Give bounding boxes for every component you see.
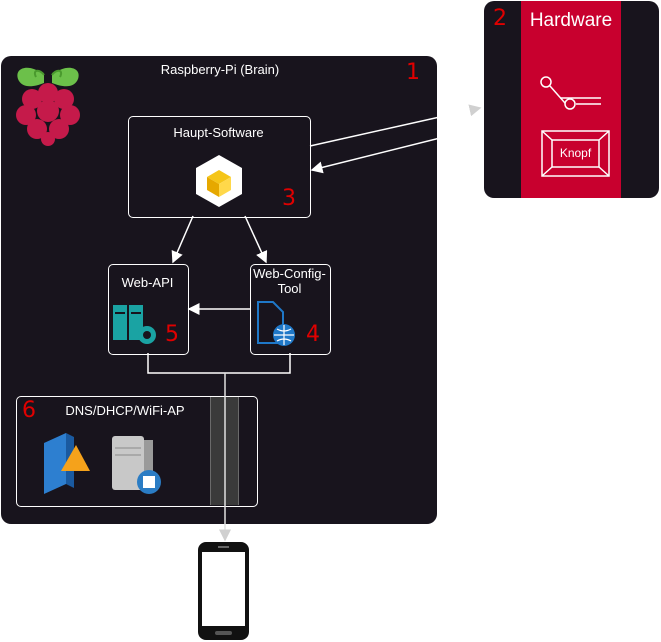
main-software-title: Haupt-Software	[173, 125, 264, 140]
button-label: Knopf	[559, 146, 592, 160]
connector-bracket	[147, 353, 291, 374]
main-software-number: 3	[282, 186, 296, 211]
web-config-title: Web-Config-Tool	[253, 266, 326, 296]
network-number: 6	[22, 398, 36, 423]
web-api-title: Web-API	[121, 275, 174, 290]
arrow-software-to-hardware	[309, 104, 482, 147]
arrow-software-to-webconfig	[244, 215, 268, 264]
arrow-hardware-to-software	[310, 127, 481, 174]
raspberry-pi-title: Raspberry-Pi (Brain)	[160, 62, 280, 77]
web-config-number: 4	[306, 322, 320, 347]
arrow-software-to-webapi	[171, 215, 194, 264]
hardware-title: Hardware	[529, 10, 613, 31]
network-title: DNS/DHCP/WiFi-AP	[65, 403, 185, 418]
raspberry-pi-number: 1	[406, 60, 420, 85]
web-api-number: 5	[165, 322, 179, 347]
hardware-number: 2	[493, 6, 507, 31]
